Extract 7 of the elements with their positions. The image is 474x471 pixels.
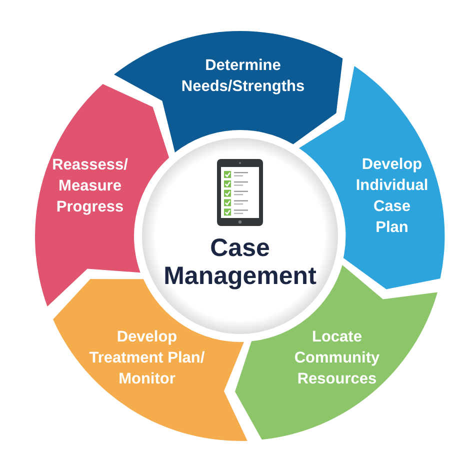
stage-label: Develop Treatment Plan/ Monitor	[88, 327, 206, 390]
stage-label: Reassess/ Measure Progress	[52, 155, 128, 218]
stage-label: Locate Community Resources	[294, 327, 380, 390]
stage-label: Develop Individual Case Plan	[356, 154, 428, 238]
arrow-segment	[114, 31, 342, 152]
hub-title: Case Management	[162, 234, 318, 290]
stage-label: Determine Needs/Strengths	[181, 56, 305, 97]
